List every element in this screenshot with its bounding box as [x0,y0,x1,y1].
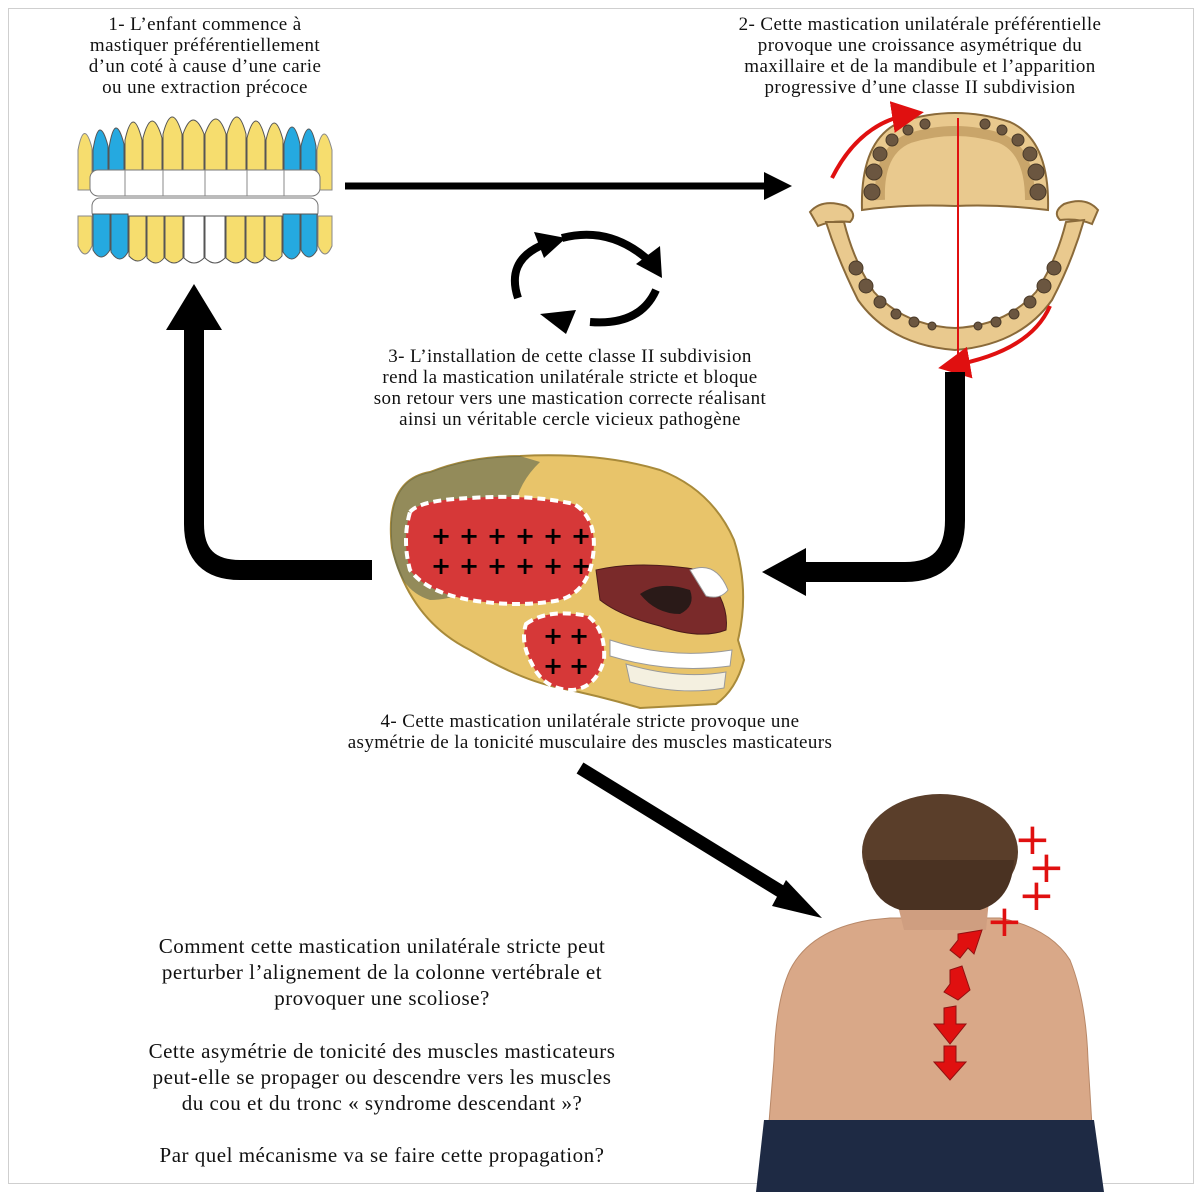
plus-sign: + [569,622,589,650]
plus-sign: + [543,652,563,680]
plus-sign: + [571,522,591,550]
plus-sign: + [431,522,451,550]
plus-sign: + [543,552,563,580]
plus-sign-red: + [986,900,1023,944]
plus-sign: + [571,552,591,580]
plus-sign: + [431,552,451,580]
plus-sign: + [487,522,507,550]
plus-sign: + [543,522,563,550]
plus-sign: + [569,652,589,680]
plus-sign: + [459,552,479,580]
plus-sign: + [543,622,563,650]
plus-sign: + [515,522,535,550]
plus-sign: + [459,522,479,550]
plus-sign: + [487,552,507,580]
plus-sign: + [515,552,535,580]
plus-sign-red: + [1018,874,1055,918]
